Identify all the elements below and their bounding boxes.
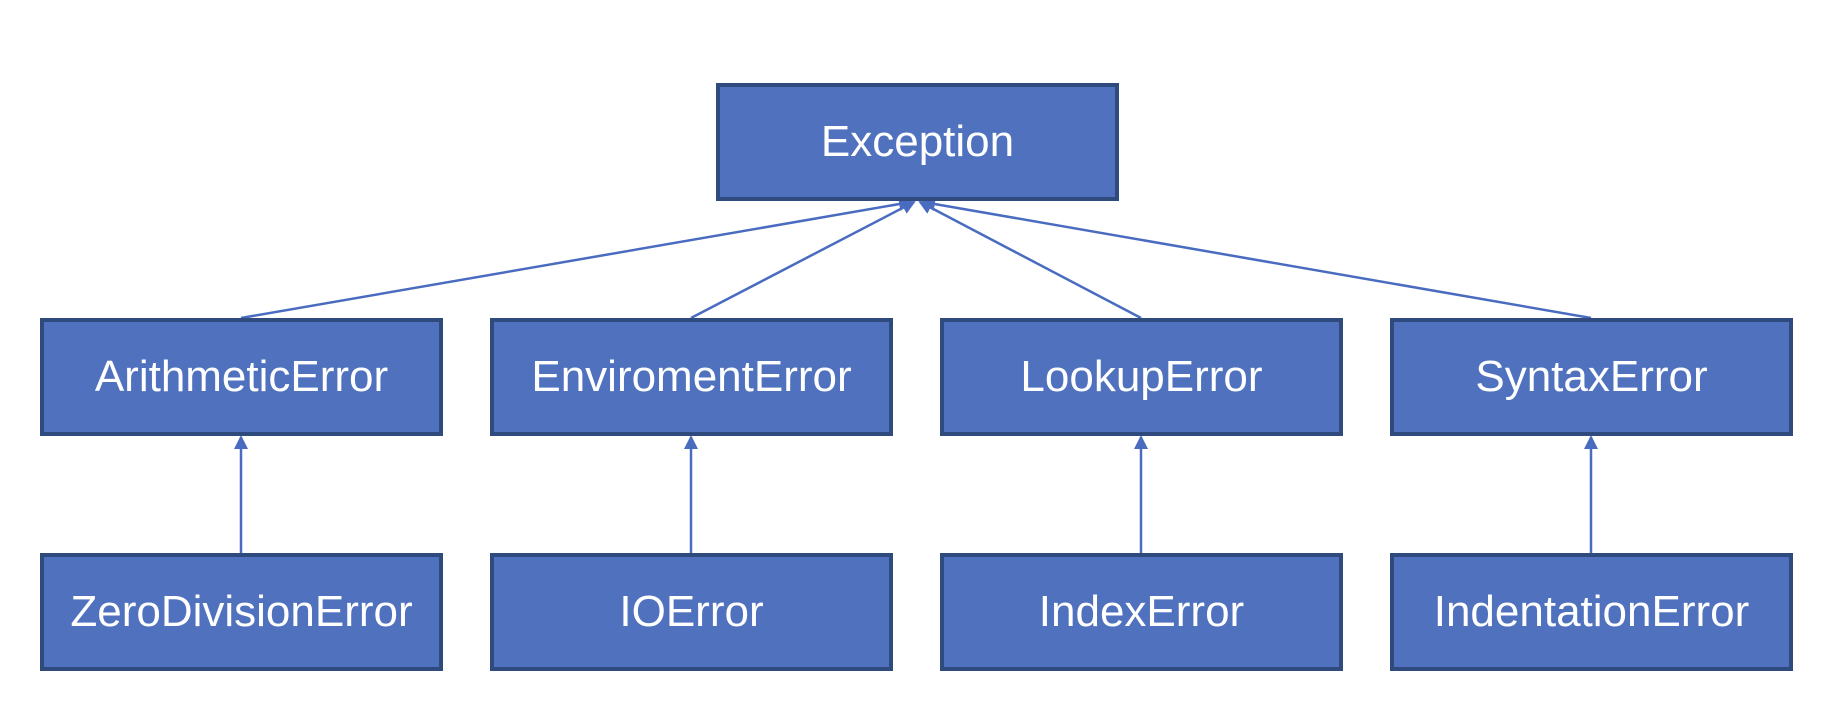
zero-division-error-node: ZeroDivisionError — [40, 553, 443, 671]
lookup-error-node: LookupError — [940, 318, 1343, 436]
connector-arrow-level1-3 — [918, 200, 1142, 320]
lookup-error-label: LookupError — [1020, 352, 1263, 401]
syntax-error-node: SyntaxError — [1390, 318, 1793, 436]
io-error-label: IOError — [619, 587, 764, 636]
index-error-node: IndexError — [940, 553, 1343, 671]
indentation-error-label: IndentationError — [1433, 587, 1750, 636]
enviroment-error-label: EnviromentError — [531, 352, 852, 401]
enviroment-error-node: EnviromentError — [490, 318, 893, 436]
connector-arrow-level1-4 — [921, 197, 1592, 320]
syntax-error-label: SyntaxError — [1475, 352, 1708, 401]
connector-arrow-level1-1 — [240, 197, 913, 320]
exception-label: Exception — [820, 117, 1015, 166]
index-error-label: IndexError — [1038, 587, 1245, 636]
indentation-error-node: IndentationError — [1390, 553, 1793, 671]
zero-division-error-label: ZeroDivisionError — [70, 587, 413, 636]
connector-arrow-level1-2 — [690, 200, 916, 320]
arithmetic-error-label: ArithmeticError — [94, 352, 389, 401]
exception-node: Exception — [716, 83, 1119, 201]
io-error-node: IOError — [490, 553, 893, 671]
arithmetic-error-node: ArithmeticError — [40, 318, 443, 436]
